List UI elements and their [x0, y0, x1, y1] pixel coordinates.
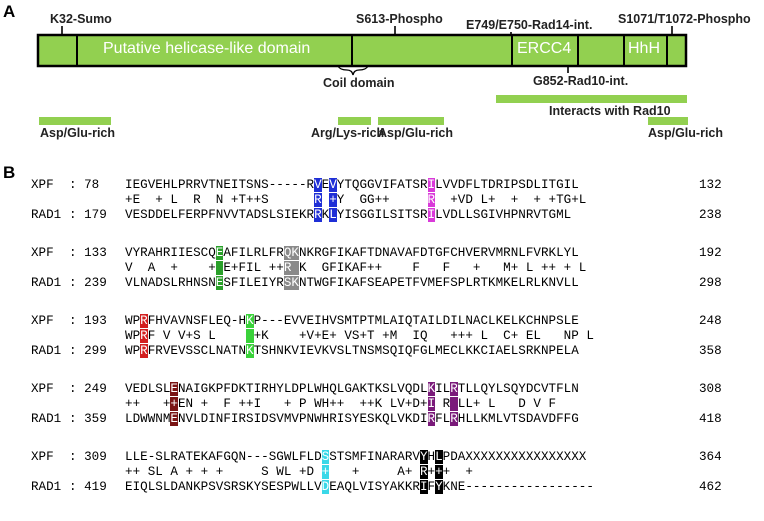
protein-domain-map [36, 26, 688, 125]
rad10-interaction-bar [496, 95, 687, 103]
xpf-end: 248 [699, 314, 722, 328]
rad1-name: RAD1 [31, 276, 62, 290]
rad1-end: 418 [699, 412, 722, 426]
xpf-sequence: WPRFHVAVNSFLEQ-HKP---EVVEIHVSMTPTMLAIQTA… [125, 314, 579, 328]
asp-glu-label-1: Asp/Glu-rich [40, 126, 116, 140]
xpf-name: XPF [31, 450, 54, 464]
rad1-end: 358 [699, 344, 722, 358]
asp-glu-region-1 [39, 117, 111, 125]
xpf-end: 308 [699, 382, 722, 396]
consensus-sequence: ++ ++EN + F ++I + P WH++ ++K LV+D+I R LL… [125, 397, 557, 411]
rad1-start: : 419 [69, 480, 107, 494]
g852-rad10-label: G852-Rad10-int. [533, 74, 629, 88]
coil-domain-label: Coil domain [323, 76, 395, 90]
rad1-start: : 179 [69, 208, 107, 222]
xpf-sequence: VEDLSLENAIGKPFDKTIRHYLDPLWHQLGAKTKSLVQDL… [125, 382, 579, 396]
xpf-name: XPF [31, 314, 54, 328]
k32-sumo-label: K32-Sumo [50, 12, 112, 26]
xpf-start: : 309 [69, 450, 107, 464]
rad1-start: : 239 [69, 276, 107, 290]
s613-phospho-label: S613-Phospho [356, 12, 443, 26]
ercc4-domain-label: ERCC4 [517, 40, 572, 57]
xpf-end: 364 [699, 450, 722, 464]
arg-lys-region [338, 117, 371, 125]
rad1-start: : 359 [69, 412, 107, 426]
xpf-name: XPF [31, 178, 54, 192]
helicase-domain-label: Putative helicase-like domain [103, 40, 311, 57]
xpf-start: : 78 [69, 178, 100, 192]
rad1-sequence: VESDDELFERPFNVVTADSLSIEKRRKLYISGGILSITSR… [125, 208, 572, 222]
rad1-sequence: VLNADSLRHNSNESFILEIYRSKNTWGFIKAFSEAPETFV… [125, 276, 579, 290]
asp-glu-label-3: Asp/Glu-rich [648, 126, 724, 140]
coil-bracket [337, 65, 369, 76]
rad1-end: 238 [699, 208, 722, 222]
asp-glu-region-2 [378, 117, 444, 125]
panel-b-letter: B [3, 163, 16, 182]
xpf-end: 132 [699, 178, 722, 192]
rad1-sequence: EIQLSLDANKPSVSRSKYSESPWLLVDEAQLVISYAKKRI… [125, 480, 594, 494]
rad1-name: RAD1 [31, 344, 62, 358]
consensus-sequence: ++ SL A + + + S WL +D + + A+ R+++ + [125, 465, 473, 479]
xpf-name: XPF [31, 246, 54, 260]
asp-glu-region-3 [648, 117, 688, 125]
xpf-start: : 133 [69, 246, 107, 260]
rad10-interaction-label: Interacts with Rad10 [549, 104, 671, 118]
xpf-sequence: IEGVEHLPRRVTNEITSNS-----RVEVYTQGGVIFATSR… [125, 178, 579, 192]
asp-glu-label-2: Asp/Glu-rich [378, 126, 454, 140]
consensus-sequence: +E + L R N +T++S R +Y GG++ R +VD L+ + + … [125, 193, 587, 207]
rad1-sequence: LDWWNMENVLDINFIRSIDSVMVPNWHRISYESKQLVKDI… [125, 412, 579, 426]
consensus-sequence: WPRF V V+S L +K +V+E+ VS+T +M IQ +++ L C… [125, 329, 594, 343]
consensus-sequence: V A + + E+FIL ++R K GFIKAF++ F F + M+ L … [125, 261, 587, 275]
rad1-end: 298 [699, 276, 722, 290]
panel-a-letter: A [3, 2, 16, 21]
xpf-sequence: LLE-SLRATEKAFGQN---SGWLFLDSSTSMFINARARVY… [125, 450, 587, 464]
rad1-name: RAD1 [31, 412, 62, 426]
s1071-phospho-label: S1071/T1072-Phospho [618, 12, 751, 26]
xpf-sequence: VYRAHRIIESCQEAFILRLFRQKNKRGFIKAFTDNAVAFD… [125, 246, 579, 260]
xpf-name: XPF [31, 382, 54, 396]
hhh-domain-label: HhH [628, 40, 661, 57]
xpf-start: : 193 [69, 314, 107, 328]
rad1-sequence: WPRFRVEVSSCLNATNKTSHNKVIEVKVSLTNSMSQIQFG… [125, 344, 579, 358]
rad1-start: : 299 [69, 344, 107, 358]
rad1-name: RAD1 [31, 208, 62, 222]
xpf-start: : 249 [69, 382, 107, 396]
xpf-end: 192 [699, 246, 722, 260]
rad1-end: 462 [699, 480, 722, 494]
rad1-name: RAD1 [31, 480, 62, 494]
arg-lys-label: Arg/Lys-rich [311, 126, 385, 140]
e749-rad14-label: E749/E750-Rad14-int. [466, 18, 593, 32]
